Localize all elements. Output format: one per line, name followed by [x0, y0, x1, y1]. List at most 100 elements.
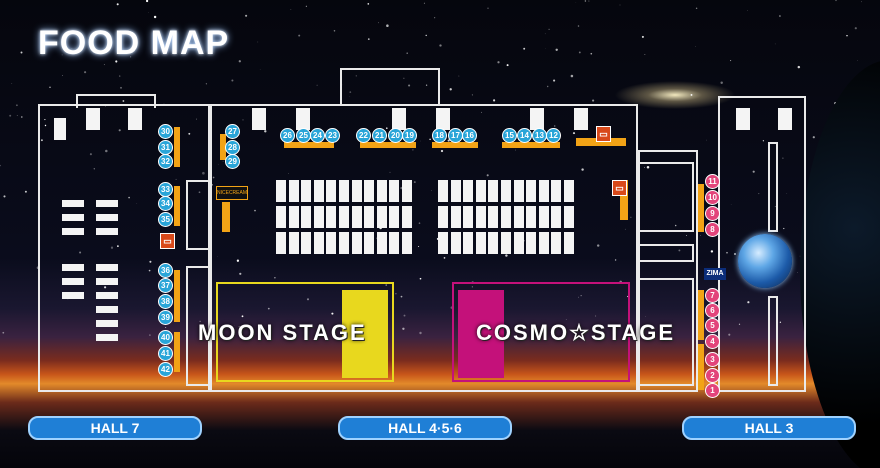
booth-number-27[interactable]: 27: [225, 124, 240, 139]
cosmo-stage-label: COSMO☆STAGE: [476, 320, 675, 345]
booth-number-30[interactable]: 30: [158, 124, 173, 139]
seat-block: [288, 232, 299, 254]
star: [408, 84, 411, 87]
booth-number-4[interactable]: 4: [705, 334, 720, 349]
star: [857, 60, 859, 61]
booth-number-17[interactable]: 17: [448, 128, 463, 143]
star: [690, 93, 693, 96]
moon-stage-block: [342, 290, 388, 378]
sponsor-badge: NICECREAM: [216, 186, 248, 200]
booth-number-37[interactable]: 37: [158, 278, 173, 293]
booth-number-3[interactable]: 3: [705, 352, 720, 367]
star: [644, 166, 645, 168]
booth-number-6[interactable]: 6: [705, 303, 720, 318]
star: [700, 235, 701, 236]
booth-number-34[interactable]: 34: [158, 196, 173, 211]
star: [267, 307, 270, 310]
booth-number-8[interactable]: 8: [705, 222, 720, 237]
booth-number-24[interactable]: 24: [310, 128, 325, 143]
booth-number-42[interactable]: 42: [158, 362, 173, 377]
star: [93, 168, 95, 170]
booth-number-35[interactable]: 35: [158, 212, 173, 227]
booth-number-28[interactable]: 28: [225, 140, 240, 155]
seat-block: [564, 206, 574, 228]
star: [11, 83, 13, 84]
booth-number-36[interactable]: 36: [158, 263, 173, 278]
star: [188, 132, 191, 135]
seat-block: [526, 206, 537, 228]
booth-number-15[interactable]: 15: [502, 128, 517, 143]
table-block: [96, 306, 118, 313]
star: [861, 1, 862, 3]
star: [590, 52, 593, 55]
seat-block: [364, 206, 375, 228]
booth-number-26[interactable]: 26: [280, 128, 295, 143]
star: [580, 295, 582, 297]
star: [429, 138, 431, 141]
booth-number-14[interactable]: 14: [517, 128, 532, 143]
seat-block: [463, 180, 474, 202]
table-block: [96, 334, 118, 341]
booth-number-23[interactable]: 23: [325, 128, 340, 143]
star: [515, 149, 516, 151]
star: [403, 77, 405, 79]
seat-block: [389, 180, 400, 202]
booth-number-20[interactable]: 20: [388, 128, 403, 143]
star: [449, 88, 452, 91]
seat-block: [538, 206, 549, 228]
booth-number-29[interactable]: 29: [225, 154, 240, 169]
booth-number-21[interactable]: 21: [372, 128, 387, 143]
strip: [432, 142, 478, 148]
booth-number-22[interactable]: 22: [356, 128, 371, 143]
booth-number-38[interactable]: 38: [158, 294, 173, 309]
booth-number-1[interactable]: 1: [705, 383, 720, 398]
star: [116, 3, 119, 6]
booth-number-2[interactable]: 2: [705, 368, 720, 383]
seat-block: [501, 206, 511, 228]
booth-number-10[interactable]: 10: [705, 190, 720, 205]
strip: [284, 142, 334, 148]
star: [62, 75, 63, 76]
moon-stage-frame: [216, 282, 394, 382]
booth-number-12[interactable]: 12: [546, 128, 561, 143]
kitchen-block: [86, 108, 100, 130]
booth-number-33[interactable]: 33: [158, 182, 173, 197]
star: [195, 118, 197, 120]
star: [264, 130, 267, 133]
star: [544, 33, 546, 35]
star: [242, 119, 244, 121]
service-icon: ▭: [596, 126, 611, 142]
booth-number-18[interactable]: 18: [432, 128, 447, 143]
star: [254, 209, 256, 212]
booth-number-9[interactable]: 9: [705, 206, 720, 221]
seat-block: [513, 180, 524, 202]
booth-number-32[interactable]: 32: [158, 154, 173, 169]
seat-block: [389, 206, 400, 228]
star: [217, 163, 219, 165]
star: [846, 34, 848, 37]
booth-number-25[interactable]: 25: [296, 128, 311, 143]
seat-block: [326, 206, 337, 228]
seat-block: [475, 206, 486, 228]
booth-number-41[interactable]: 41: [158, 346, 173, 361]
table-block: [96, 278, 118, 285]
booth-number-39[interactable]: 39: [158, 310, 173, 325]
strip: [620, 180, 628, 220]
booth-number-11[interactable]: 11: [705, 174, 720, 189]
star: [288, 173, 289, 174]
star: [16, 115, 18, 116]
booth-number-19[interactable]: 19: [402, 128, 417, 143]
star: [779, 321, 782, 323]
booth-number-31[interactable]: 31: [158, 140, 173, 155]
star: [592, 99, 595, 102]
star: [305, 5, 307, 7]
booth-number-7[interactable]: 7: [705, 288, 720, 303]
star: [331, 312, 334, 315]
booth-number-16[interactable]: 16: [462, 128, 477, 143]
booth-number-13[interactable]: 13: [532, 128, 547, 143]
seat-block: [438, 206, 448, 228]
booth-number-40[interactable]: 40: [158, 330, 173, 345]
seat-block: [450, 232, 461, 254]
booth-number-5[interactable]: 5: [705, 318, 720, 333]
